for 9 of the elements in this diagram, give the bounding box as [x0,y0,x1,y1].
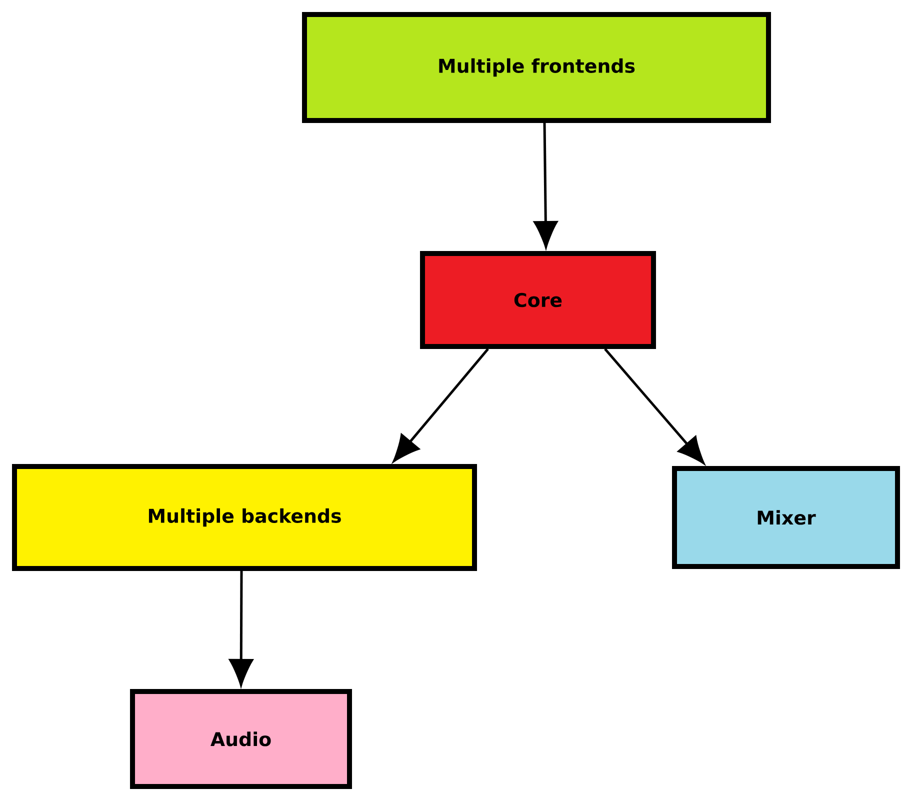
process-box: Multiple frontends [302,12,771,123]
arrow [534,122,558,248]
process-box: Multiple backends [12,464,477,571]
arrow [604,348,704,464]
process-box: Mixer [672,466,900,569]
process-box: Audio [130,688,352,789]
arrow [229,570,254,686]
process-box: Core [420,250,656,349]
arrow [393,348,489,462]
